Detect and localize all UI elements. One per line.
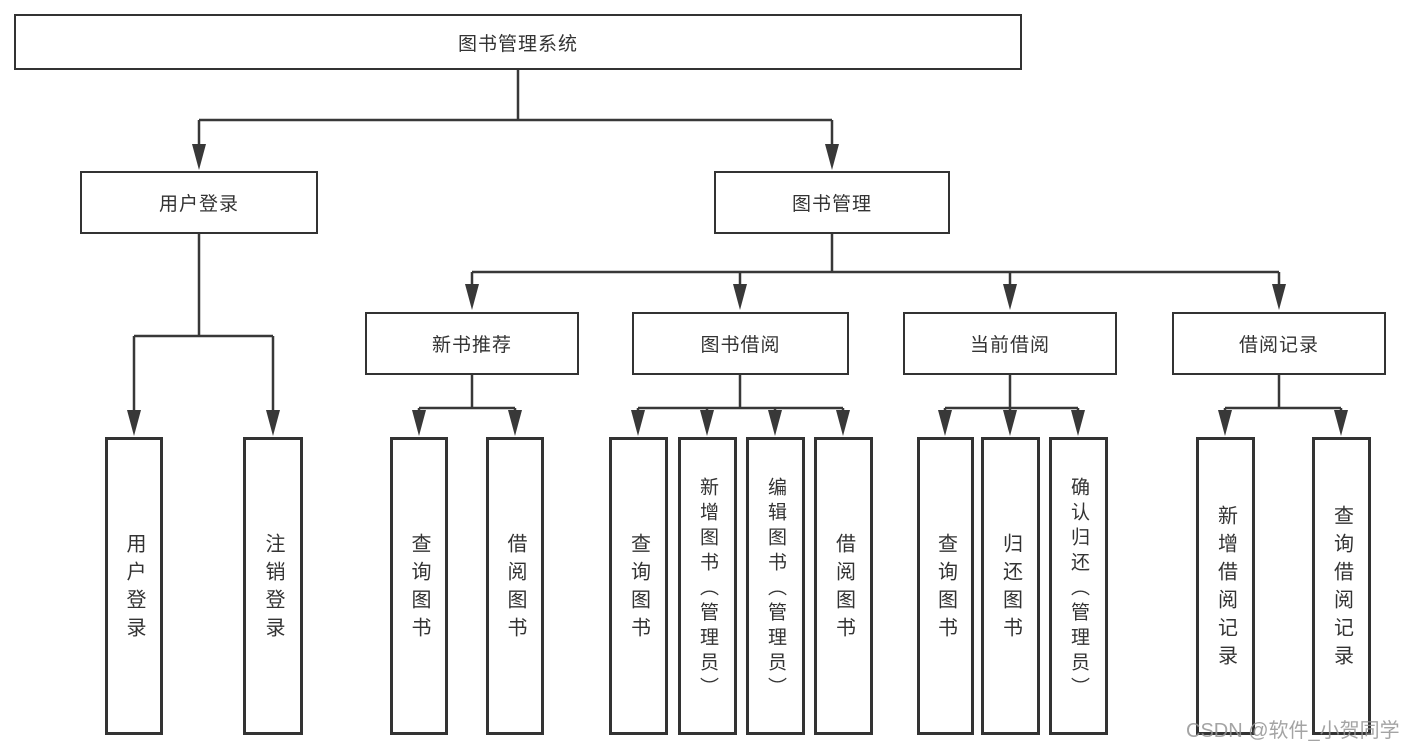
leaf-return-books-label: 归还图书 <box>999 533 1022 645</box>
leaf-edit-books-label: 编辑图书（管理员） <box>765 476 786 702</box>
leaf-borrow-books-1-label: 借阅图书 <box>504 533 526 645</box>
arrowhead <box>1003 410 1017 436</box>
arrowhead <box>1272 284 1286 310</box>
connector-root-to-level2 <box>197 70 834 148</box>
arrowhead <box>508 410 522 436</box>
leaf-return-books: 归还图书 <box>981 437 1040 735</box>
leaf-logout-label: 注销登录 <box>262 533 284 645</box>
leaf-query-borrow-record-label: 查询借阅记录 <box>1330 505 1353 673</box>
arrowhead <box>631 410 645 436</box>
node-current-borrowing-label: 当前借阅 <box>969 335 1050 356</box>
arrowhead <box>1071 410 1085 436</box>
connector-newbook-to-leaves <box>417 375 517 414</box>
leaf-user-login-label: 用户登录 <box>123 533 145 645</box>
node-new-book-recommend-label: 新书推荐 <box>431 335 512 356</box>
leaf-add-borrow-record: 新增借阅记录 <box>1196 437 1255 735</box>
node-user-login-label: 用户登录 <box>158 194 239 215</box>
arrowhead <box>1334 410 1348 436</box>
node-user-login: 用户登录 <box>80 171 318 234</box>
leaf-add-books-label: 新增图书（管理员） <box>697 476 718 702</box>
node-root-label: 图书管理系统 <box>457 33 578 55</box>
leaf-borrow-books-1: 借阅图书 <box>486 437 544 735</box>
arrowhead <box>465 284 479 310</box>
node-borrowing-records-label: 借阅记录 <box>1238 335 1319 356</box>
arrowhead <box>836 410 850 436</box>
node-book-management-label: 图书管理 <box>791 194 872 215</box>
connector-bookmgmt-to-level3 <box>470 234 1281 288</box>
node-book-management: 图书管理 <box>714 171 950 234</box>
leaf-edit-books: 编辑图书（管理员） <box>746 437 805 735</box>
arrowhead <box>938 410 952 436</box>
leaf-confirm-return-label: 确认归还（管理员） <box>1068 476 1089 702</box>
node-book-borrowing: 图书借阅 <box>632 312 849 375</box>
leaf-logout: 注销登录 <box>243 437 303 735</box>
arrowhead <box>1003 284 1017 310</box>
leaf-query-books-1: 查询图书 <box>390 437 448 735</box>
connector-records-to-leaves <box>1223 375 1343 414</box>
arrowhead <box>1218 410 1232 436</box>
leaf-query-borrow-record: 查询借阅记录 <box>1312 437 1371 735</box>
node-root: 图书管理系统 <box>14 14 1022 70</box>
arrowhead <box>768 410 782 436</box>
leaf-query-books-3-label: 查询图书 <box>934 533 957 645</box>
arrowhead <box>733 284 747 310</box>
connector-borrowing-to-leaves <box>636 375 845 414</box>
leaf-query-books-3: 查询图书 <box>917 437 974 735</box>
leaf-borrow-books-2: 借阅图书 <box>814 437 873 735</box>
leaf-user-login: 用户登录 <box>105 437 163 735</box>
arrowhead <box>825 144 839 170</box>
arrowhead <box>192 144 206 170</box>
connector-userlogin-to-leaves <box>132 234 275 414</box>
node-book-borrowing-label: 图书借阅 <box>700 335 781 356</box>
leaf-add-borrow-record-label: 新增借阅记录 <box>1214 505 1237 673</box>
arrowhead <box>700 410 714 436</box>
leaf-query-books-1-label: 查询图书 <box>408 533 430 645</box>
node-new-book-recommend: 新书推荐 <box>365 312 579 375</box>
connector-current-to-leaves <box>943 375 1080 414</box>
leaf-borrow-books-2-label: 借阅图书 <box>832 533 855 645</box>
node-borrowing-records: 借阅记录 <box>1172 312 1386 375</box>
arrowhead <box>127 410 141 436</box>
arrowhead <box>266 410 280 436</box>
leaf-query-books-2-label: 查询图书 <box>627 533 650 645</box>
leaf-confirm-return: 确认归还（管理员） <box>1049 437 1108 735</box>
leaf-query-books-2: 查询图书 <box>609 437 668 735</box>
arrowhead <box>412 410 426 436</box>
node-current-borrowing: 当前借阅 <box>903 312 1117 375</box>
csdn-watermark: CSDN @软件_小贺同学 <box>1186 720 1400 742</box>
leaf-add-books: 新增图书（管理员） <box>678 437 737 735</box>
